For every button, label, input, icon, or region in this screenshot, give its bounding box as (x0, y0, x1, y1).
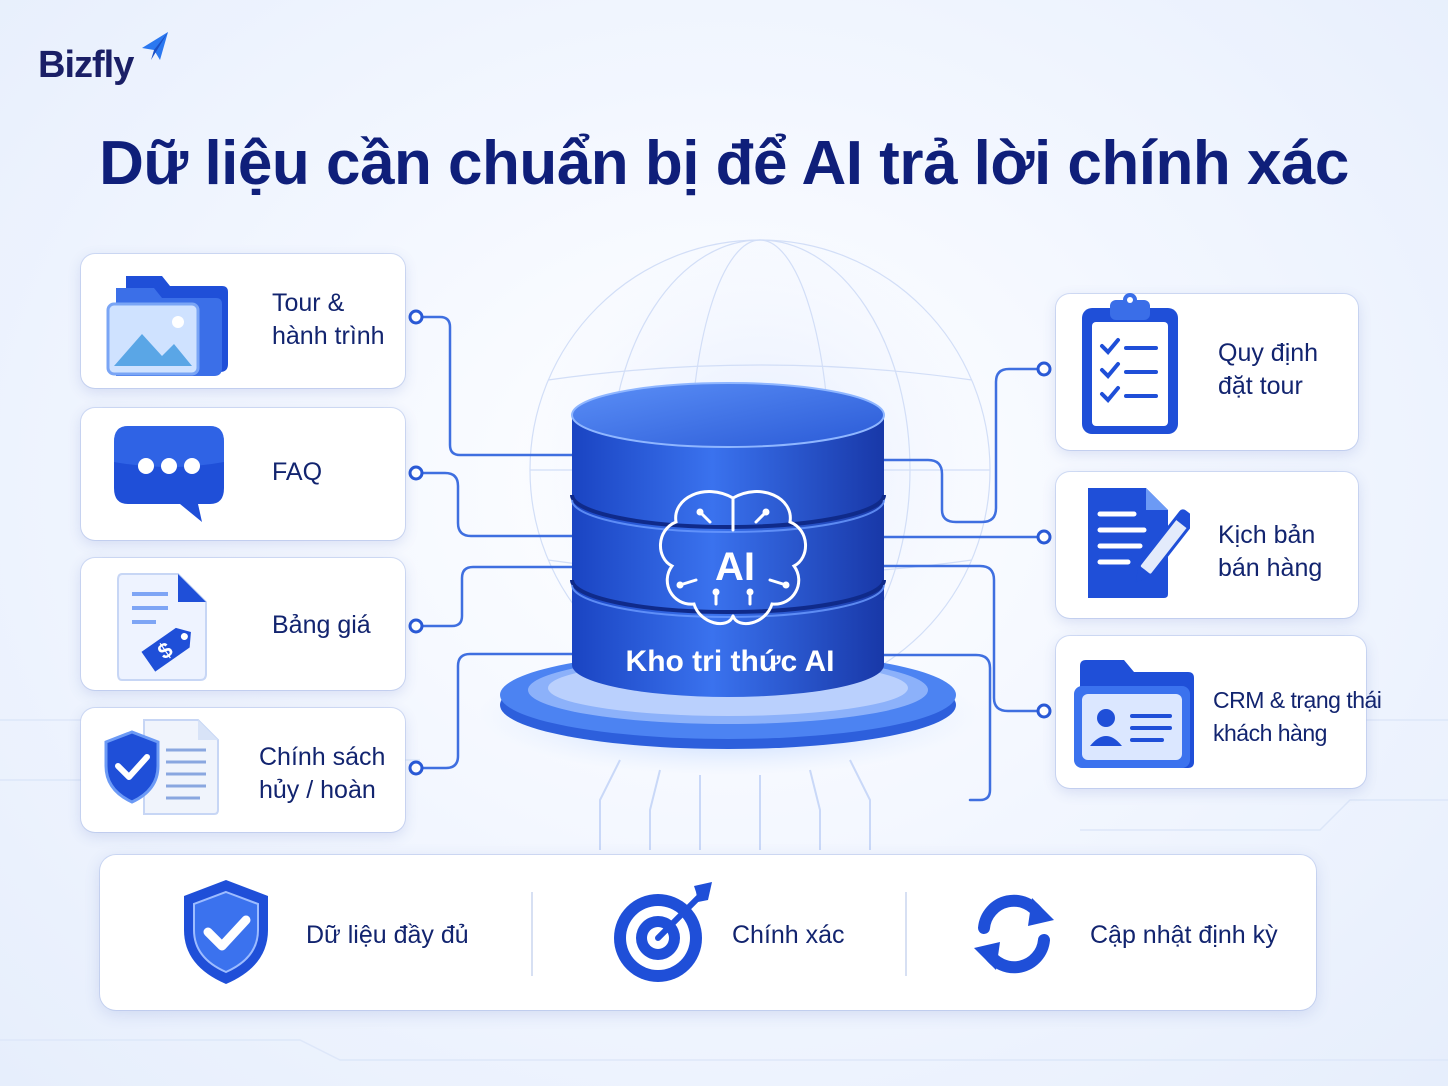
bottom-summary-bar (100, 855, 1316, 1010)
database-label: Kho tri thức AI (625, 645, 835, 678)
right-card-booking-rules-label: Quy định đặt tour (1218, 339, 1319, 400)
right-card-sales-script-label: Kịch bản bán hàng (1218, 521, 1323, 582)
price-tag-document-icon: $ (117, 573, 207, 681)
chat-bubble-icon (114, 426, 224, 522)
left-card-policy-label: Chính sách hủy / hoàn (259, 743, 386, 804)
left-card-price-label: Bảng giá (272, 611, 371, 639)
document-pen-icon (1088, 488, 1190, 598)
contact-folder-icon (1074, 660, 1194, 768)
target-icon (614, 882, 712, 982)
folder-image-icon (106, 276, 228, 376)
bottom-divider-1 (531, 892, 533, 976)
left-card-tour-label: Tour & hành trình (272, 289, 385, 350)
clipboard-checklist-icon (1082, 293, 1178, 434)
bottom-divider-2 (905, 892, 907, 976)
bottom-item-periodic-update: Cập nhật định kỳ (1090, 921, 1278, 949)
bottom-item-complete-data: Dữ liệu đầy đủ (306, 921, 469, 949)
shield-document-icon (104, 719, 219, 815)
left-card-faq-label: FAQ (272, 458, 323, 486)
shield-check-icon (184, 880, 268, 984)
refresh-icon (974, 894, 1054, 974)
page-title: Dữ liệu cần chuẩn bị để AI trả lời chính… (99, 129, 1349, 198)
ai-badge: AI (715, 545, 755, 589)
bottom-item-accurate: Chính xác (732, 921, 845, 949)
right-card-crm-label: CRM & trạng thái khách hàng (1213, 687, 1382, 746)
brand-logo: Bizfly (38, 44, 134, 86)
paper-plane-icon (142, 32, 168, 60)
